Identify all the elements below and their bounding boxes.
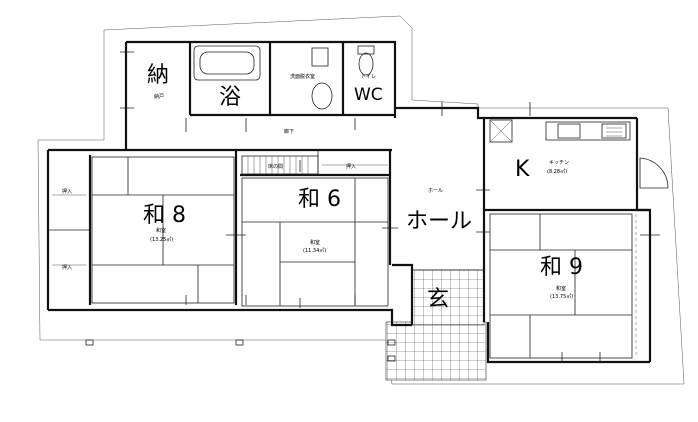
room-area-washitsu9: (13.75㎡) xyxy=(550,293,573,300)
room-sub-storage: 納戸 xyxy=(154,93,164,100)
tatami-9 xyxy=(489,213,633,359)
kitchen-storage xyxy=(489,119,513,143)
closet-doors xyxy=(52,164,388,266)
room-label-entrance: 玄 xyxy=(427,287,449,312)
room-label-washitsu9: 和 9 xyxy=(540,255,583,280)
room-area-kitchen: (8.28㎡) xyxy=(547,168,567,175)
room-sub-corridor: 廊下 xyxy=(284,128,294,135)
kitchen-door xyxy=(639,157,669,189)
kitchen-counter xyxy=(545,121,631,141)
room-sub-washroom: 洗面脱衣室 xyxy=(290,73,315,80)
tatami-8 xyxy=(91,156,235,304)
entrance-terrace xyxy=(385,321,487,381)
room-label-washitsu6: 和 6 xyxy=(298,187,341,212)
room-label-wc: WC xyxy=(354,85,383,105)
room-sub-washitsu9: 和室 xyxy=(556,285,566,292)
room-label-hall: ホール xyxy=(406,209,472,234)
dimension-ticks xyxy=(120,51,660,362)
washbasin xyxy=(311,47,329,67)
room-sub-wc: トイレ xyxy=(361,74,376,80)
foundation-markers xyxy=(85,339,396,362)
washing-machine xyxy=(311,82,333,110)
room-label-storage: 納 xyxy=(147,63,169,88)
room-sub-closet6: 押入 xyxy=(346,163,356,170)
room-sub-hall: ホール xyxy=(428,188,443,194)
room-sub-tokonoma: 床の間 xyxy=(268,163,283,170)
room-label-kitchen: K xyxy=(515,157,530,182)
room-label-bath: 浴 xyxy=(219,85,241,110)
room-sub-closet8a: 押入 xyxy=(62,188,72,195)
room-area-washitsu8: (13.25㎡) xyxy=(150,236,173,243)
tatami-6 xyxy=(241,177,389,307)
tokonoma-hatch xyxy=(241,155,319,175)
room-label-washitsu8: 和 8 xyxy=(143,203,186,228)
bathtub xyxy=(193,45,261,81)
room-sub-closet8b: 押入 xyxy=(62,264,72,271)
toilet xyxy=(357,45,375,76)
exterior-walls xyxy=(46,40,652,364)
room-area-washitsu6: (11.34㎡) xyxy=(303,247,326,254)
room-sub-kitchen: キッチン xyxy=(549,160,569,166)
interior-walls xyxy=(48,42,395,305)
room-sub-washitsu8: 和室 xyxy=(156,227,166,234)
genkan-tile-floor xyxy=(411,269,485,326)
room-sub-washitsu6: 和室 xyxy=(310,239,320,246)
site-boundary xyxy=(37,15,685,385)
